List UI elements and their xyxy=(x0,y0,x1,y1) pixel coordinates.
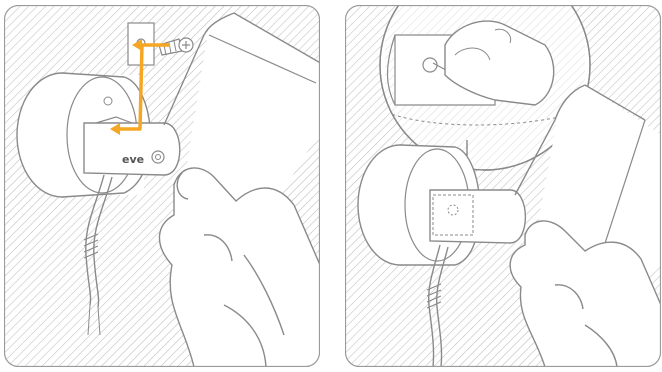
magnified-detail xyxy=(379,5,591,203)
power-cable xyxy=(83,174,113,336)
bracket-button xyxy=(151,150,165,164)
screw-icon xyxy=(158,37,194,56)
hand-illustration xyxy=(509,220,661,367)
mounting-bracket xyxy=(429,189,527,244)
screw-icon xyxy=(422,57,438,73)
illustration-panel-left: eve xyxy=(4,5,320,367)
power-cable xyxy=(426,244,449,367)
mounting-bracket: eve xyxy=(83,116,181,176)
brand-label: eve xyxy=(122,153,144,166)
illustration-panel-right xyxy=(345,5,661,367)
panel-border xyxy=(345,5,661,367)
hand-illustration xyxy=(158,167,320,367)
panel-border xyxy=(4,5,320,367)
direction-arrow-icon xyxy=(110,39,170,135)
